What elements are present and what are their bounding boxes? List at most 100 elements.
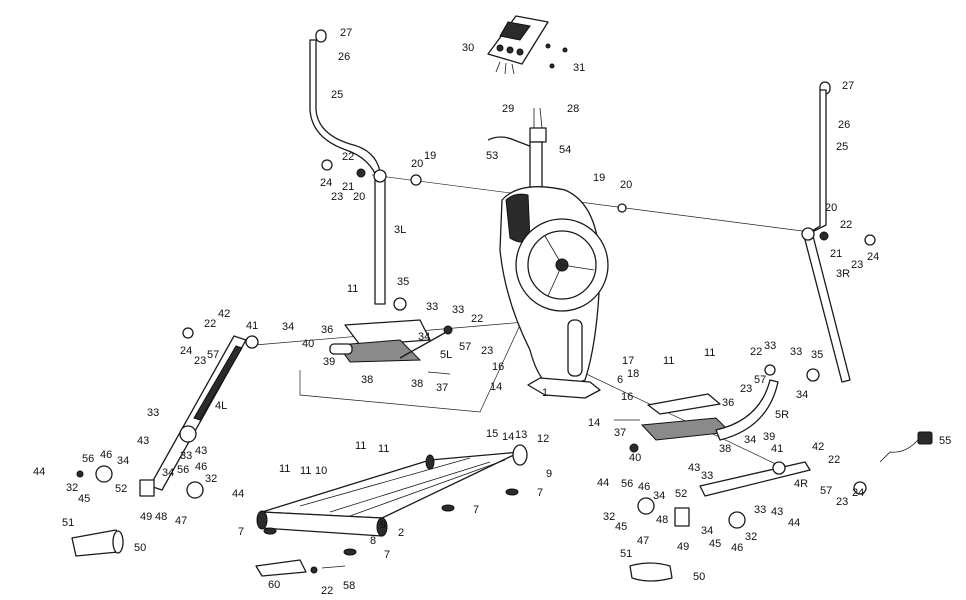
- console-button: [516, 48, 524, 56]
- left-washer: [356, 168, 366, 178]
- part-number-label: 44: [33, 466, 45, 478]
- part-number-label: 56: [621, 478, 633, 490]
- part-number-label: 49: [677, 541, 689, 553]
- part-number-label: 32: [205, 473, 217, 485]
- part-number-label: 7: [537, 487, 543, 499]
- part-number-label: 56: [82, 453, 94, 465]
- part-number-label: 24: [852, 487, 864, 499]
- part-number-label: 22: [471, 313, 483, 325]
- part-number-label: 11: [347, 283, 358, 295]
- front-end-cap: [256, 510, 268, 530]
- part-number-label: 38: [719, 443, 731, 455]
- part-number-label: 50: [134, 542, 146, 554]
- upper-axle-line: [371, 174, 811, 233]
- part-number-label: 39: [323, 356, 335, 368]
- right-pedal-arm: [715, 379, 779, 441]
- fixed-handlebar: [487, 136, 541, 151]
- part-number-label: 15: [486, 428, 498, 440]
- part-number-label: 48: [155, 511, 167, 523]
- part-number-label: 56: [177, 464, 189, 476]
- left-lower-arm-slot: [193, 345, 243, 421]
- part-number-label: 19: [593, 172, 605, 184]
- part-number-label: 23: [331, 191, 343, 203]
- right-pedal-platform: [647, 393, 721, 415]
- part-number-label: 20: [825, 202, 837, 214]
- console-wire: [504, 62, 507, 75]
- part-number-label: 33: [180, 450, 192, 462]
- power-adapter-cord: [879, 439, 919, 463]
- part-number-label: 11: [300, 465, 311, 477]
- part-number-label: 21: [830, 248, 842, 260]
- right-wheel-assembly: [629, 497, 746, 582]
- base-crossbar: [299, 457, 471, 507]
- part-number-label: 45: [615, 521, 627, 533]
- right-washer: [819, 231, 829, 241]
- left-pedal-bolt: [427, 371, 451, 375]
- part-number-label: 22: [828, 454, 840, 466]
- bottom-bracket: [255, 559, 346, 577]
- part-number-label: 57: [207, 349, 219, 361]
- flywheel-spoke: [544, 235, 563, 266]
- part-number-label: 51: [62, 517, 74, 529]
- part-number-label: 44: [232, 488, 244, 500]
- left-arm-bushing: [410, 174, 422, 186]
- right-arm-lower-bushing: [806, 368, 820, 382]
- part-number-label: 57: [754, 374, 766, 386]
- part-number-label: 33: [764, 340, 776, 352]
- part-number-label: 58: [343, 580, 355, 592]
- part-number-label: 27: [340, 27, 352, 39]
- part-number-label: 20: [620, 179, 632, 191]
- right-wheel-bracket: [674, 507, 690, 527]
- part-number-label: 34: [162, 467, 174, 479]
- part-number-label: 43: [771, 506, 783, 518]
- right-lower-pivot: [772, 461, 786, 475]
- part-number-label: 37: [436, 382, 448, 394]
- part-number-label: 51: [620, 548, 632, 560]
- part-number-label: 54: [559, 144, 571, 156]
- part-number-label: 37: [614, 427, 626, 439]
- left-wheel: [95, 465, 113, 483]
- part-number-label: 46: [195, 461, 207, 473]
- right-pedal-washer: [629, 443, 639, 453]
- left-wheel: [186, 481, 204, 499]
- console-mast: [487, 107, 547, 195]
- part-number-label: 16: [492, 361, 504, 373]
- part-number-label: 46: [638, 481, 650, 493]
- base-rail-top: [261, 451, 521, 519]
- console-screw: [549, 63, 555, 69]
- part-number-label: 35: [397, 276, 409, 288]
- part-number-label: 20: [411, 158, 423, 170]
- part-number-label: 55: [939, 435, 951, 447]
- part-number-label: 49: [140, 511, 152, 523]
- console-button: [506, 46, 514, 54]
- part-number-label: 9: [546, 468, 552, 480]
- part-number-label: 5R: [775, 409, 789, 421]
- part-number-label: 52: [675, 488, 687, 500]
- part-number-label: 57: [820, 485, 832, 497]
- part-number-label: 17: [622, 355, 634, 367]
- part-number-label: 45: [709, 538, 721, 550]
- right-pedal-bushing: [764, 364, 776, 376]
- base-mount: [527, 377, 601, 399]
- rear-end-cap: [425, 454, 435, 470]
- part-number-label: 30: [462, 42, 474, 54]
- part-number-label: 34: [701, 525, 713, 537]
- left-wheel-assembly: [71, 465, 204, 557]
- part-number-label: 48: [656, 514, 668, 526]
- part-number-label: 12: [537, 433, 549, 445]
- console-screw: [562, 47, 568, 53]
- part-number-label: 34: [744, 434, 756, 446]
- left-pedal-arm: [399, 329, 451, 359]
- part-number-label: 7: [384, 549, 390, 561]
- right-wheel: [728, 511, 746, 529]
- part-number-label: 7: [473, 504, 479, 516]
- part-number-label: 19: [424, 150, 436, 162]
- leveler-foot: [343, 548, 357, 556]
- part-number-label: 43: [688, 462, 700, 474]
- part-number-label: 39: [763, 431, 775, 443]
- right-lower-bushing: [853, 481, 867, 495]
- part-number-label: 11: [704, 347, 715, 359]
- left-pedal-bracket: [329, 343, 353, 355]
- front-end-cap: [376, 517, 388, 537]
